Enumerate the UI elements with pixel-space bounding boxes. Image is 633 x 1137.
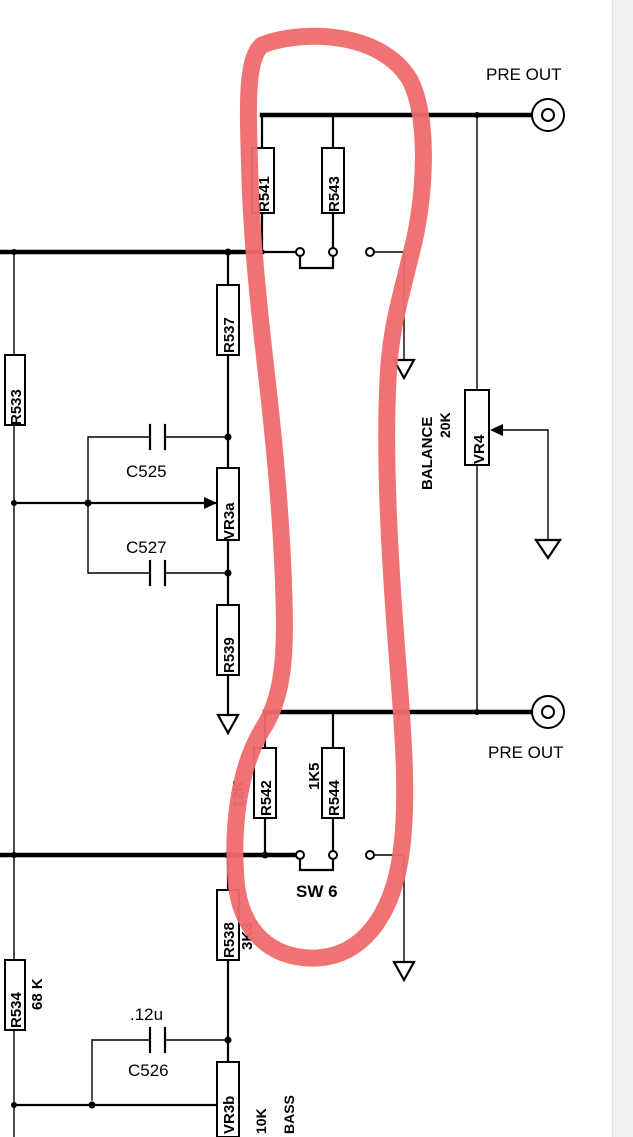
vr3a-pot [216, 467, 240, 541]
r542-label: R542 [258, 780, 275, 816]
vr3b-value: 10K [253, 1108, 269, 1134]
r538-label: R538 [221, 922, 238, 958]
sw6-switch [295, 850, 416, 983]
junction-dot [224, 1036, 232, 1044]
vr3b-pot [216, 1061, 240, 1137]
pre-out-bottom-label: PRE OUT [488, 743, 564, 762]
r543-resistor [321, 147, 345, 214]
junction-dot [224, 569, 232, 577]
vr3a-label: VR3a [221, 502, 238, 540]
r544-label: R544 [326, 779, 343, 816]
r533-label: R533 [8, 389, 25, 425]
bass-label: BASS [281, 1095, 297, 1134]
r537-resistor [216, 284, 240, 356]
sw6-label: SW 6 [296, 882, 338, 901]
c527-wire-left [87, 502, 151, 574]
junction-dot [474, 112, 480, 118]
junction-dot [474, 709, 480, 715]
junction-dot [11, 852, 17, 858]
r539-resistor [216, 604, 240, 676]
vr4-ground [533, 538, 563, 560]
c527-label: C527 [126, 538, 167, 557]
vr4-wiper-wire [502, 429, 549, 541]
c525-label: C525 [126, 462, 167, 481]
vr3b-label: VR3b [221, 1096, 238, 1134]
r544-resistor [321, 747, 345, 819]
r543-label: R543 [326, 176, 343, 212]
r533-resistor [4, 354, 26, 426]
junction-dot [224, 433, 232, 441]
balance-value: 20K [437, 412, 453, 438]
c526-label: C526 [128, 1061, 169, 1080]
r534-value: 68 K [29, 978, 46, 1010]
vr4-pot [464, 389, 490, 466]
pre-out-top-label: PRE OUT [486, 65, 562, 84]
scrollbar-gutter[interactable] [612, 0, 633, 1137]
highlight-outline [226, 27, 432, 967]
r542-resistor [253, 747, 277, 819]
r534-resistor [4, 959, 26, 1031]
pre-out-bottom-jack [531, 695, 565, 729]
schematic-diagram: PRE OUT R541 R543 R533 R537 C525 VR3a [0, 27, 565, 1137]
c525-wire-left [87, 436, 151, 504]
junction-dot [11, 1102, 17, 1108]
r539-label: R539 [221, 637, 238, 673]
pre-out-top-jack [531, 98, 565, 132]
upper-balance-switch [260, 247, 416, 381]
vr4-wiper-arrow [490, 424, 503, 436]
r534-label: R534 [8, 991, 25, 1028]
r537-label: R537 [221, 317, 238, 353]
junction-dot [88, 1101, 96, 1109]
c526-value: .12u [130, 1005, 163, 1024]
vr3a-wiper-arrow [204, 497, 217, 509]
r539-ground [216, 713, 240, 736]
junction-dot [261, 851, 269, 859]
r541-label: R541 [256, 176, 273, 212]
r544-value: 1K5 [306, 762, 323, 790]
junction-dot [11, 500, 17, 506]
vr4-label: VR4 [471, 434, 488, 464]
balance-label: BALANCE [419, 417, 436, 490]
c526-wire-left [91, 1039, 151, 1101]
